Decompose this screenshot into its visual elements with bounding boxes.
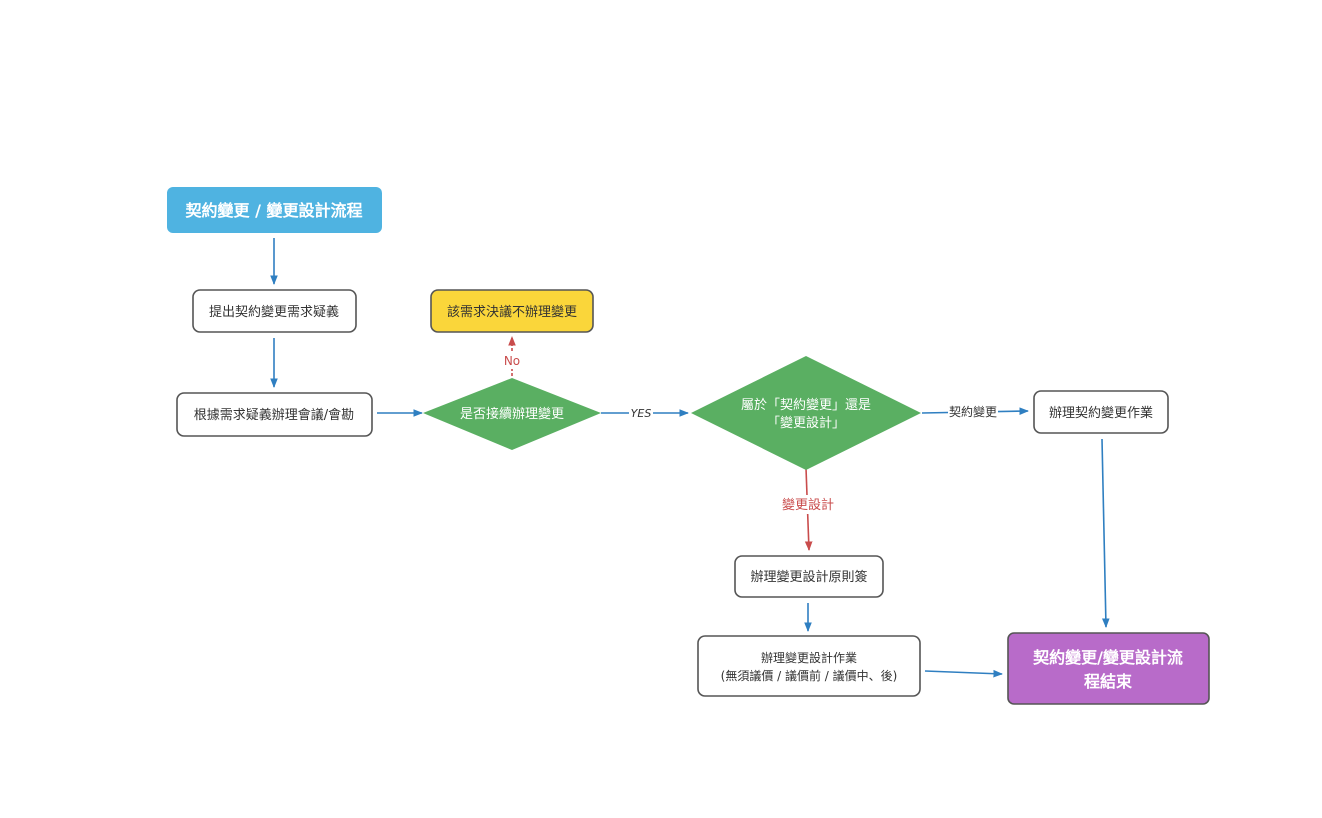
node-start: 契約變更 / 變更設計流程 — [167, 187, 382, 233]
node-design-principle-label: 辦理變更設計原則簽 — [750, 569, 867, 585]
node-start-label: 契約變更 / 變更設計流程 — [185, 201, 363, 220]
node-raise-question: 提出契約變更需求疑義 — [192, 289, 357, 333]
edge-label-contract: 契約變更 — [949, 404, 997, 419]
node-raise-question-label: 提出契約變更需求疑義 — [209, 304, 339, 320]
edge-contract-to-end — [1101, 438, 1110, 628]
node-decision-type-line2: 「變更設計」 — [767, 415, 845, 431]
node-design-work: 辦理變更設計作業 (無須議價 / 議價前 / 議價中、後) — [697, 635, 921, 697]
node-rejected-label: 該需求決議不辦理變更 — [447, 304, 577, 320]
node-end-line1: 契約變更/變更設計流 — [1032, 648, 1183, 667]
edges — [270, 238, 1110, 678]
node-decision-type-line1: 屬於「契約變更」還是 — [741, 397, 871, 413]
node-design-work-line1: 辦理變更設計作業 — [761, 650, 857, 665]
node-decision-type: 屬於「契約變更」還是 「變更設計」 — [691, 356, 921, 470]
edge-label-design: 變更設計 — [782, 497, 834, 513]
edge-label-yes: YES — [631, 407, 652, 420]
node-rejected: 該需求決議不辦理變更 — [430, 289, 594, 333]
node-decision-continue-label: 是否接續辦理變更 — [460, 406, 564, 422]
node-contract-change-work-label: 辦理契約變更作業 — [1049, 405, 1153, 421]
node-design-work-line2: (無須議價 / 議價前 / 議價中、後) — [721, 668, 898, 683]
node-end-line2: 程結束 — [1084, 672, 1133, 691]
node-design-principle: 辦理變更設計原則簽 — [734, 555, 884, 598]
node-contract-change-work: 辦理契約變更作業 — [1033, 390, 1169, 434]
node-end: 契約變更/變更設計流 程結束 — [1007, 632, 1210, 705]
node-meeting-label: 根據需求疑義辦理會議/會勘 — [194, 407, 354, 423]
node-decision-continue: 是否接續辦理變更 — [423, 378, 601, 450]
edge-labels: No YES 契約變更 變更設計 — [502, 351, 998, 514]
node-meeting: 根據需求疑義辦理會議/會勘 — [176, 392, 373, 437]
edge-design-work-to-end — [924, 669, 1003, 678]
edge-label-no: No — [504, 354, 520, 368]
